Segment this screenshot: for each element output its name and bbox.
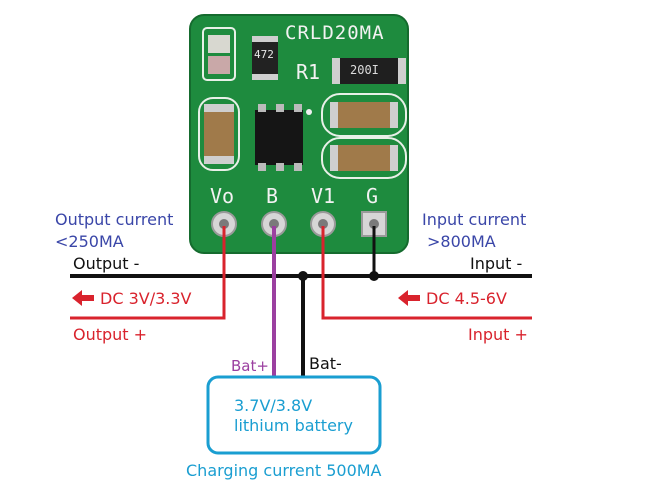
battery-type: lithium battery — [234, 416, 353, 435]
battery-voltage: 3.7V/3.8V — [234, 396, 313, 415]
board-title: CRLD20MA — [285, 22, 385, 44]
output-current-title: Output current — [55, 210, 174, 229]
input-neg-label: Input - — [470, 254, 523, 273]
resistor-200 — [332, 58, 406, 84]
pin-label-v1: V1 — [311, 184, 336, 208]
r1-label: R1 — [296, 60, 321, 84]
charging-current: Charging current 500MA — [186, 461, 382, 480]
output-pos-label: Output + — [73, 325, 148, 344]
led-component — [202, 27, 236, 81]
pin-label-b: B — [266, 184, 279, 208]
pin-label-vo: Vo — [210, 184, 235, 208]
v1-wire — [321, 226, 532, 320]
battery-box — [206, 375, 382, 455]
input-arrow-icon — [398, 290, 420, 306]
input-current-title: Input current — [422, 210, 527, 229]
output-neg-label: Output - — [73, 254, 140, 273]
capacitor-left — [198, 97, 240, 171]
ic-chip — [255, 104, 312, 171]
bat-pos-label: Bat+ — [231, 357, 269, 375]
capacitor-right-bottom — [321, 137, 407, 179]
input-current-value: >800MA — [427, 232, 496, 251]
junction-bat-neg — [298, 271, 308, 281]
output-current-value: <250MA — [55, 232, 124, 251]
capacitor-right-top — [321, 93, 407, 137]
resistor-code: 472 — [254, 48, 274, 61]
sense-code: 200I — [350, 63, 379, 77]
pin-label-g: G — [366, 184, 379, 208]
bat-neg-label: Bat- — [309, 354, 342, 373]
output-arrow-icon — [72, 290, 94, 306]
vo-wire — [70, 226, 226, 320]
input-pos-label: Input + — [468, 325, 528, 344]
junction-g — [369, 271, 379, 281]
wires — [70, 226, 532, 378]
output-dc-label: DC 3V/3.3V — [100, 289, 192, 308]
pin-pads — [211, 211, 387, 237]
input-dc-label: DC 4.5-6V — [426, 289, 507, 308]
pcb-board — [189, 14, 409, 254]
resistor-472 — [252, 36, 278, 80]
